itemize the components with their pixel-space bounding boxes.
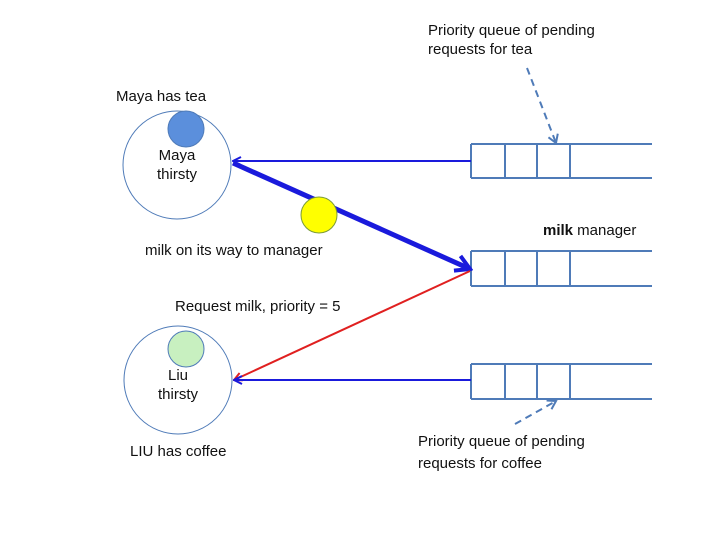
request-milk-arrow (234, 270, 471, 380)
milk-token (300, 196, 338, 234)
liu-coffee-token (167, 330, 205, 368)
milk-manager-title: milk manager (543, 222, 636, 240)
coffee-annotation-arrow (514, 399, 558, 425)
liu-name-label: Liu (167, 367, 189, 384)
liu-has-label: LIU has coffee (130, 443, 227, 460)
milk-manager-title-rest: manager (573, 222, 637, 239)
tea-annotation-line2: requests for tea (428, 41, 533, 58)
maya-process-circle (122, 110, 232, 220)
coffee-annotation-line2: requests for coffee (418, 455, 542, 472)
maya-milk-to-manager-arrow (231, 160, 470, 269)
maya-has-label: Maya has tea (116, 88, 207, 105)
request-label: Request milk, priority = 5 (175, 298, 341, 315)
maya-name-label: Maya (158, 147, 196, 164)
milk-token-label: milk on its way to manager (145, 242, 323, 259)
tea-queue (470, 143, 652, 179)
tea-annotation-arrow (526, 67, 559, 145)
coffee-queue (470, 363, 652, 400)
milk-manager-title-bold: milk (543, 222, 574, 239)
coffee-annotation-line1: Priority queue of pending (418, 433, 585, 450)
milk-queue (470, 250, 652, 287)
liu-state-label: thirsty (157, 386, 198, 403)
maya-tea-token (167, 110, 205, 148)
maya-state-label: thirsty (156, 166, 197, 183)
tea-annotation-line1: Priority queue of pending (428, 22, 595, 39)
